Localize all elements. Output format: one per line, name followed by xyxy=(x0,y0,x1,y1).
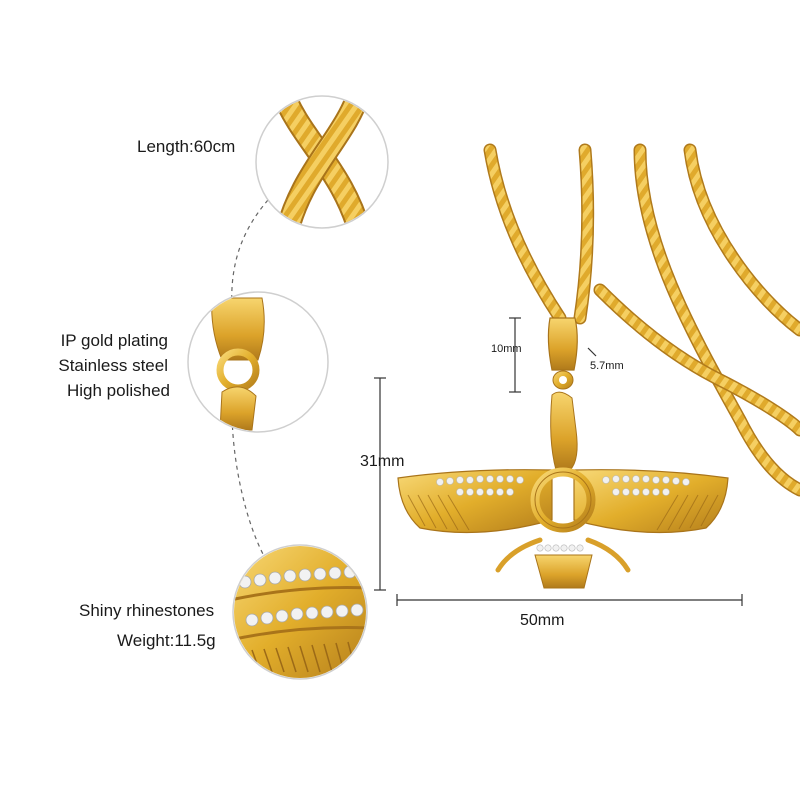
pendant-height-label: 31mm xyxy=(360,453,405,470)
dimension-lines xyxy=(374,317,743,606)
wing-rhinestones xyxy=(436,475,690,496)
bail-width-label: 5.7mm xyxy=(590,360,624,372)
bail-height-label: 10mm xyxy=(491,343,522,355)
length-label: Length:60cm xyxy=(137,137,236,156)
detail-circle-bail xyxy=(187,291,329,433)
rhinestones-label: Shiny rhinestones xyxy=(79,601,215,620)
weight-label: Weight:11.5g xyxy=(117,631,216,650)
faravahar-pendant xyxy=(397,317,729,589)
pendant-left-wing xyxy=(397,469,553,534)
finish-label: High polished xyxy=(66,381,170,400)
pendant-tail xyxy=(534,554,593,589)
detail-circle-chain xyxy=(255,95,389,229)
pendant-bail xyxy=(547,317,578,371)
material-label: Stainless steel xyxy=(58,356,168,375)
chain xyxy=(483,143,800,497)
detail-circle-rhinestones xyxy=(232,544,368,680)
pendant-width-label: 50mm xyxy=(520,612,565,629)
plating-label: IP gold plating xyxy=(60,331,168,350)
pendant-right-wing xyxy=(573,469,729,534)
